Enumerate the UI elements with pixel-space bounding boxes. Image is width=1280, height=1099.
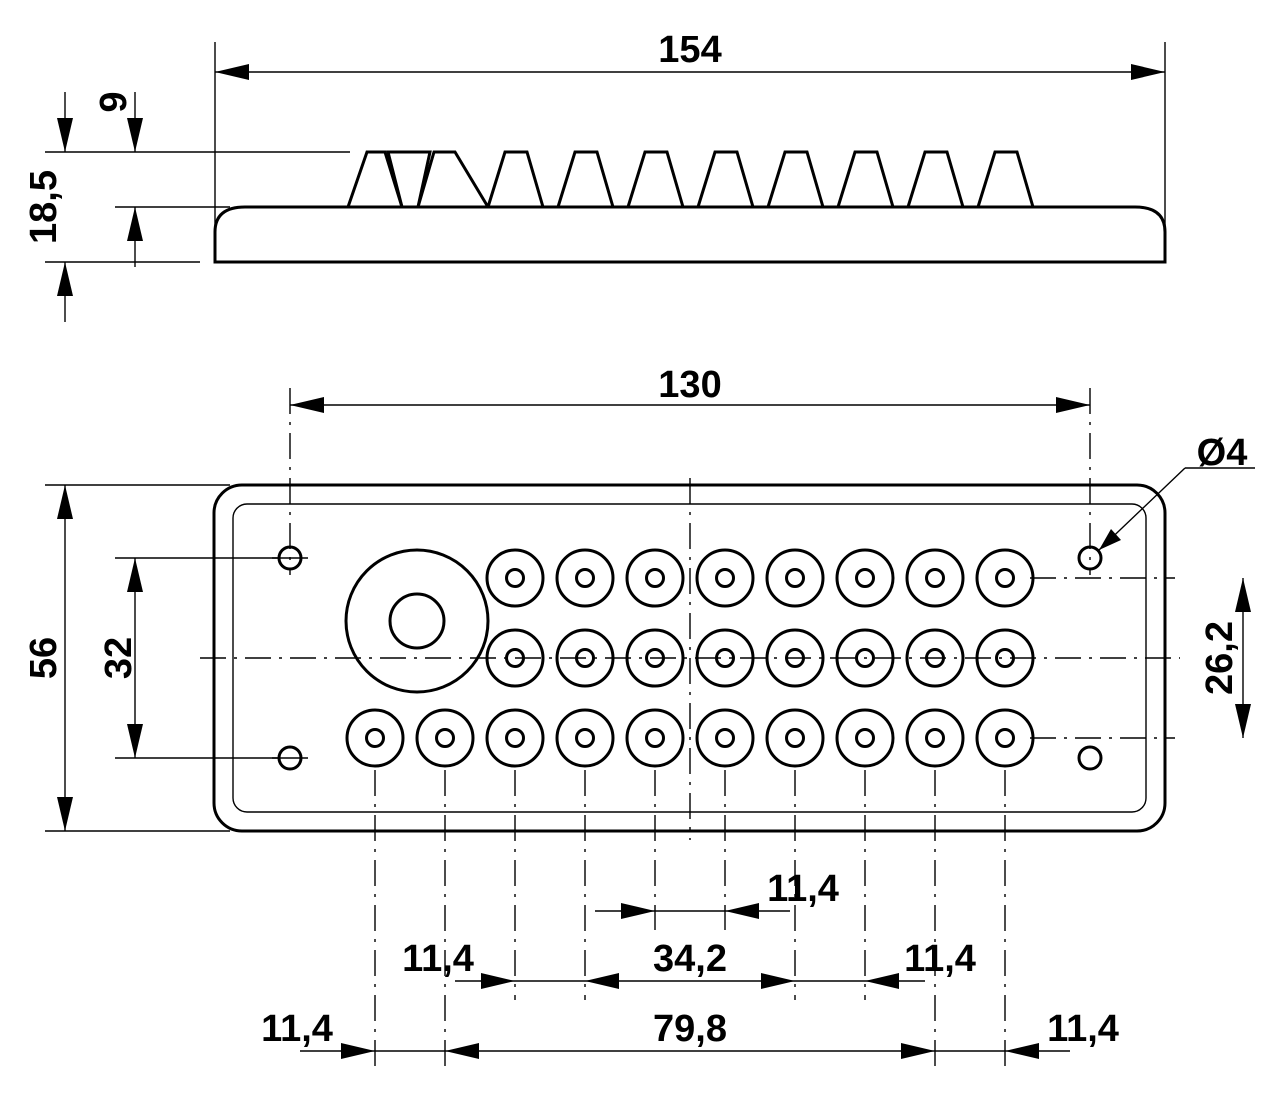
side-view-base-plate xyxy=(213,205,1167,264)
grommets-middle-row xyxy=(485,628,1035,688)
top-view: 130 Ø4 56 32 26,2 xyxy=(23,364,1255,1070)
side-view-cones xyxy=(346,150,1035,208)
dim-span-bottom: 79,8 xyxy=(653,1008,727,1050)
dim-hole-spacing-horizontal: 130 xyxy=(658,364,721,406)
dim-pitch-mid-left: 11,4 xyxy=(402,938,474,980)
dim-base-height: 9 xyxy=(93,91,135,112)
side-view: 154 18,5 9 xyxy=(23,29,1167,322)
dim-row-spacing: 26,2 xyxy=(1199,621,1241,695)
dim-pitch-bottom-left: 11,4 xyxy=(261,1008,333,1050)
dim-span-center: 34,2 xyxy=(653,938,727,980)
dim-overall-width: 56 xyxy=(23,637,65,679)
dim-pitch-center-top: 11,4 xyxy=(767,868,839,910)
grommets-bottom-row xyxy=(345,708,1035,768)
large-cable-entry-hole xyxy=(388,592,446,650)
dim-pitch-mid-right: 11,4 xyxy=(904,938,976,980)
large-cable-entry xyxy=(344,548,490,694)
dim-hole-diameter: Ø4 xyxy=(1197,432,1248,474)
dim-total-height: 18,5 xyxy=(23,170,65,244)
dim-hole-spacing-vertical: 32 xyxy=(98,637,140,679)
dim-pitch-bottom-right: 11,4 xyxy=(1047,1008,1119,1050)
dim-overall-length: 154 xyxy=(658,29,721,71)
grommets-top-row xyxy=(485,548,1035,608)
